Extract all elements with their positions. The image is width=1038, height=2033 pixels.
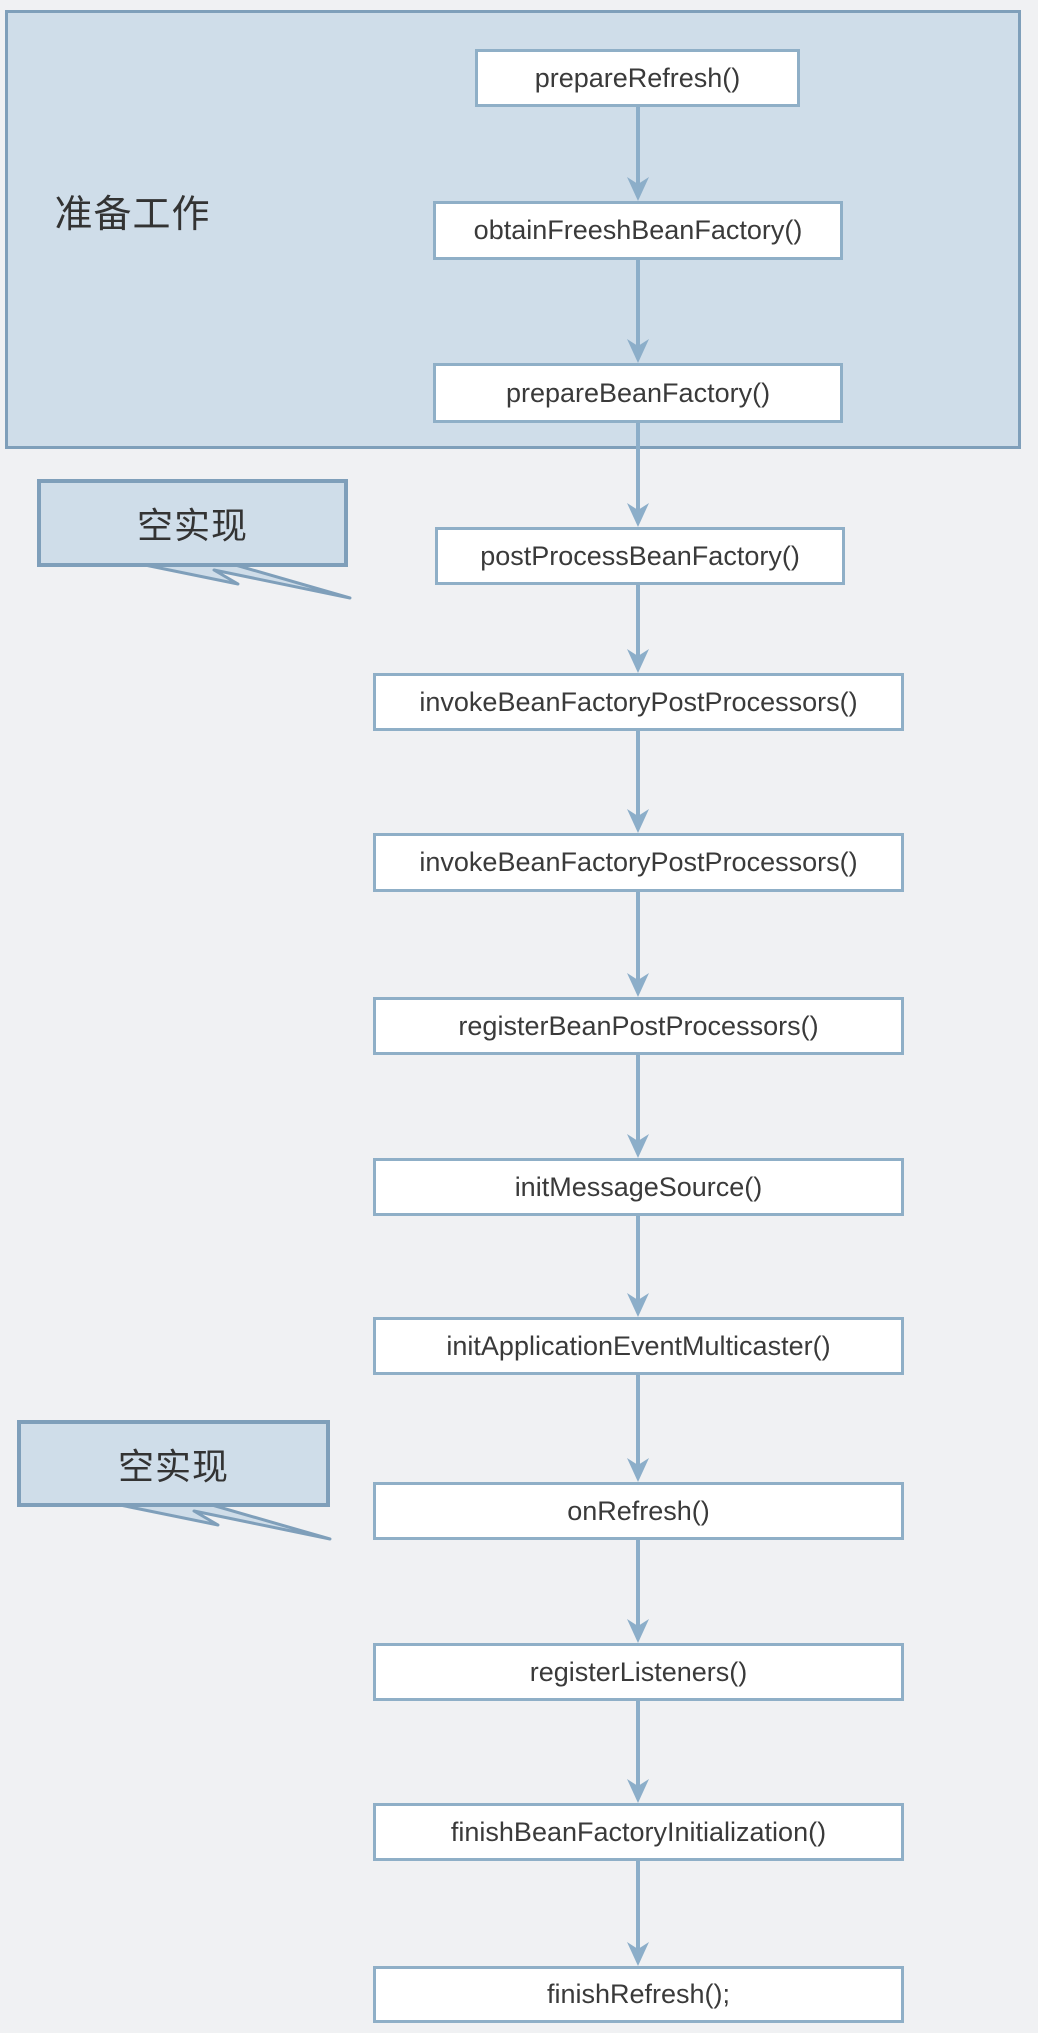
flow-node-init-message-source: initMessageSource() — [373, 1158, 904, 1216]
node-label: invokeBeanFactoryPostProcessors() — [419, 847, 858, 877]
flow-arrow — [627, 1861, 649, 1966]
flow-node-prepare-refresh: prepareRefresh() — [475, 49, 800, 107]
flow-node-register-bean-post-processors: registerBeanPostProcessors() — [373, 997, 904, 1055]
flow-arrow — [627, 1216, 649, 1317]
callout-empty-impl-1: 空实现 — [37, 479, 348, 567]
node-label: registerBeanPostProcessors() — [458, 1010, 819, 1041]
node-label: prepareRefresh() — [534, 62, 741, 93]
flow-node-on-refresh: onRefresh() — [373, 1482, 904, 1540]
node-label: initMessageSource() — [514, 1171, 763, 1202]
flow-node-post-process-bean-factory: postProcessBeanFactory() — [435, 527, 845, 585]
flow-node-invoke-bean-factory-post-processors-1: invokeBeanFactoryPostProcessors() — [373, 673, 904, 731]
callout-label: 空实现 — [117, 1445, 229, 1487]
node-label: finishBeanFactoryInitialization() — [450, 1816, 827, 1847]
flow-node-register-listeners: registerListeners() — [373, 1643, 904, 1701]
flow-node-init-application-event-multicaster: initApplicationEventMulticaster() — [373, 1317, 904, 1375]
node-label: finishRefresh(); — [546, 1979, 731, 2009]
callout-empty-impl-2: 空实现 — [17, 1420, 330, 1507]
flow-node-prepare-bean-factory: prepareBeanFactory() — [433, 363, 843, 423]
flow-arrow — [627, 1055, 649, 1158]
node-label: prepareBeanFactory() — [505, 377, 771, 408]
node-label: postProcessBeanFactory() — [480, 540, 800, 571]
callout-tail — [118, 1503, 332, 1541]
flow-arrow — [627, 892, 649, 997]
node-label: obtainFreeshBeanFactory() — [473, 215, 803, 245]
node-label: onRefresh() — [567, 1495, 710, 1526]
node-label: invokeBeanFactoryPostProcessors() — [419, 686, 858, 717]
flow-arrow — [627, 1540, 649, 1643]
flow-node-finish-bean-factory-initialization: finishBeanFactoryInitialization() — [373, 1803, 904, 1861]
flow-node-finish-refresh: finishRefresh(); — [373, 1966, 904, 2023]
flow-node-invoke-bean-factory-post-processors-2: invokeBeanFactoryPostProcessors() — [373, 833, 904, 892]
flow-arrow — [627, 1375, 649, 1482]
callout-label: 空实现 — [136, 505, 248, 546]
flow-arrow — [627, 1701, 649, 1803]
preparation-group-label: 准备工作 — [54, 194, 211, 236]
flow-arrow — [627, 585, 649, 673]
node-label: initApplicationEventMulticaster() — [446, 1330, 831, 1361]
callout-tail — [138, 562, 352, 600]
flow-arrow — [627, 731, 649, 833]
flow-node-obtain-freesh-bean-factory: obtainFreeshBeanFactory() — [433, 201, 843, 260]
node-label: registerListeners() — [529, 1656, 748, 1687]
